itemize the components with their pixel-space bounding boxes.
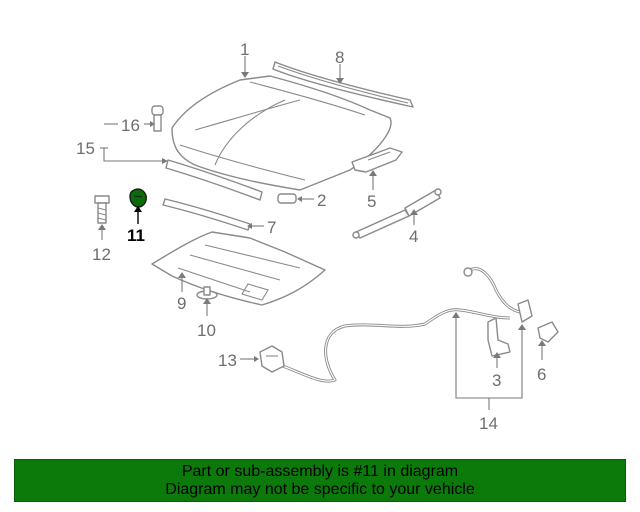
hood-part-1 — [171, 75, 392, 191]
callout-6: 6 — [537, 365, 546, 384]
callout-11: 11 — [127, 226, 145, 245]
callout-4: 4 — [409, 227, 418, 246]
clip-part-2 — [277, 193, 297, 204]
leader-lines — [98, 56, 546, 410]
retainer-part-11 — [129, 188, 147, 208]
release-cable-part-14 — [279, 267, 521, 383]
release-handle-part-13 — [259, 345, 285, 373]
callout-10: 10 — [197, 321, 216, 340]
callout-1: 1 — [240, 40, 249, 59]
insulator-part-9 — [151, 231, 326, 306]
callout-16: 16 — [121, 116, 140, 135]
safety-latch-part-6 — [517, 299, 559, 343]
hood-rail-part-7 — [162, 198, 251, 231]
part-info-banner: Part or sub-assembly is #11 in diagram D… — [14, 459, 626, 502]
callout-9: 9 — [177, 294, 186, 313]
hood-front-strip-part-15 — [165, 159, 263, 201]
banner-line-1: Part or sub-assembly is #11 in diagram — [181, 462, 459, 480]
bolt-part-12 — [94, 195, 110, 224]
bracket-part-5 — [351, 147, 403, 173]
callout-3: 3 — [492, 371, 501, 390]
callout-5: 5 — [367, 192, 376, 211]
callout-12: 12 — [92, 245, 111, 264]
callout-7: 7 — [267, 218, 276, 237]
callout-8: 8 — [335, 48, 344, 67]
latch-part-3 — [487, 317, 511, 357]
callout-15: 15 — [76, 139, 95, 158]
callout-13: 13 — [218, 351, 237, 370]
callout-14: 14 — [479, 414, 498, 433]
banner-line-2: Diagram may not be specific to your vehi… — [165, 480, 475, 498]
callout-2: 2 — [317, 191, 326, 210]
gas-strut-part-4 — [352, 188, 442, 239]
hood-seal-part-8 — [272, 61, 414, 108]
hood-bumper-part-16 — [151, 105, 164, 132]
